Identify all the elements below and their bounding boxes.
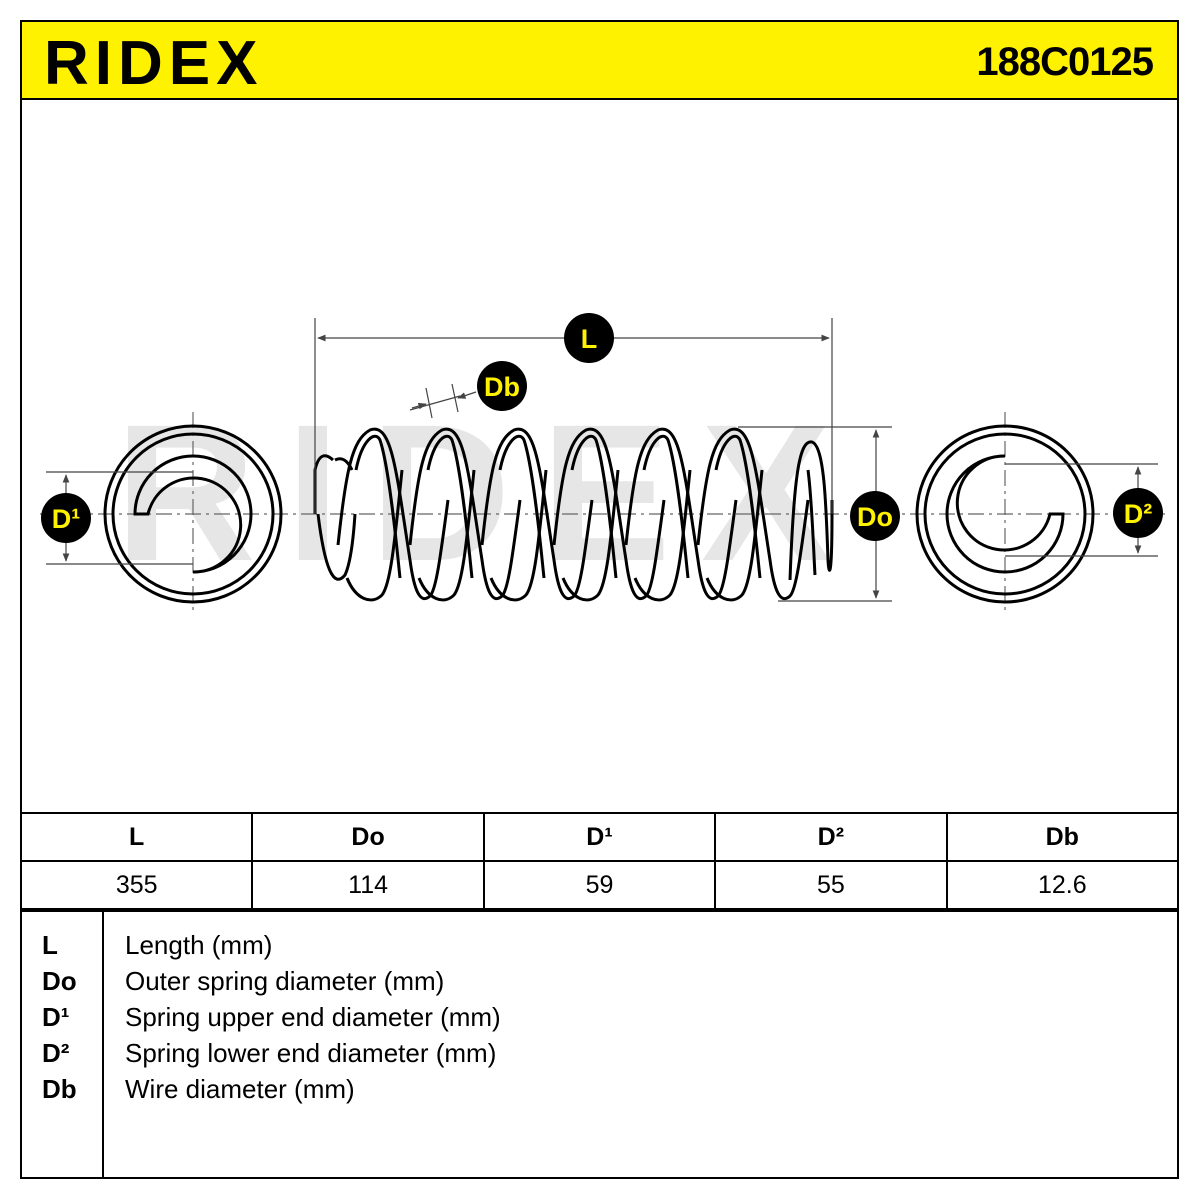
spec-value-cell: 12.6 (945, 860, 1180, 910)
upper-end-diameter-badge-label: D¹ (52, 504, 81, 534)
outer-diameter-badge (850, 491, 900, 541)
legend: L Length (mm) Do Outer spring diameter (… (20, 910, 1179, 1179)
wire-diameter-badge (477, 361, 527, 411)
legend-item: Db Wire diameter (mm) (22, 1074, 1177, 1110)
brand-logo-text: RIDEX (44, 29, 263, 94)
legend-description: Spring upper end diameter (mm) (125, 1002, 501, 1032)
upper-end-diameter-badge (41, 493, 91, 543)
legend-description: Length (mm) (125, 930, 273, 960)
wire-diameter-badge-label: Db (484, 372, 520, 402)
legend-key: D² (42, 1038, 70, 1068)
spec-header-cell: Db (945, 812, 1180, 862)
spec-value-cell: 355 (19, 860, 254, 910)
lower-end-view (915, 424, 1095, 604)
legend-item: D¹ Spring upper end diameter (mm) (22, 1002, 1177, 1038)
length-badge (564, 313, 614, 363)
upper-end-view (103, 424, 283, 604)
header-bar: RIDEX 188C0125 (20, 20, 1179, 100)
spring-drawing: RIDEX L (40, 313, 1165, 612)
spec-value-cell: 55 (714, 860, 948, 910)
legend-key: Do (42, 966, 77, 996)
spec-table-header-row: L Do D¹ D² Db (19, 812, 1180, 862)
lower-end-diameter-badge-label: D² (1124, 499, 1153, 529)
legend-key: D¹ (42, 1002, 70, 1032)
part-number: 188C0125 (976, 40, 1154, 84)
spec-header-cell: Do (251, 812, 485, 862)
spec-header-cell: L (19, 812, 254, 862)
spring-side-view (313, 427, 834, 602)
legend-key: Db (42, 1074, 77, 1104)
spec-table-value-row: 355 114 59 55 12.6 (19, 860, 1180, 910)
legend-description: Wire diameter (mm) (125, 1074, 355, 1104)
legend-item: L Length (mm) (22, 930, 1177, 966)
spec-header-cell: D² (714, 812, 948, 862)
brand-logo: RIDEX (44, 29, 263, 94)
legend-item: D² Spring lower end diameter (mm) (22, 1038, 1177, 1074)
spec-value-cell: 59 (482, 860, 717, 910)
legend-key: L (42, 930, 58, 960)
spec-value-cell: 114 (251, 860, 485, 910)
spec-table: L Do D¹ D² Db 355 114 59 55 12.6 (19, 812, 1180, 910)
legend-description: Outer spring diameter (mm) (125, 966, 445, 996)
wire-diameter-dimension (409, 383, 477, 419)
legend-divider (102, 912, 104, 1177)
length-badge-label: L (581, 324, 598, 354)
spec-header-cell: D¹ (482, 812, 717, 862)
legend-description: Spring lower end diameter (mm) (125, 1038, 497, 1068)
lower-end-diameter-badge (1113, 488, 1163, 538)
outer-diameter-badge-label: Do (857, 502, 893, 532)
legend-item: Do Outer spring diameter (mm) (22, 966, 1177, 1002)
